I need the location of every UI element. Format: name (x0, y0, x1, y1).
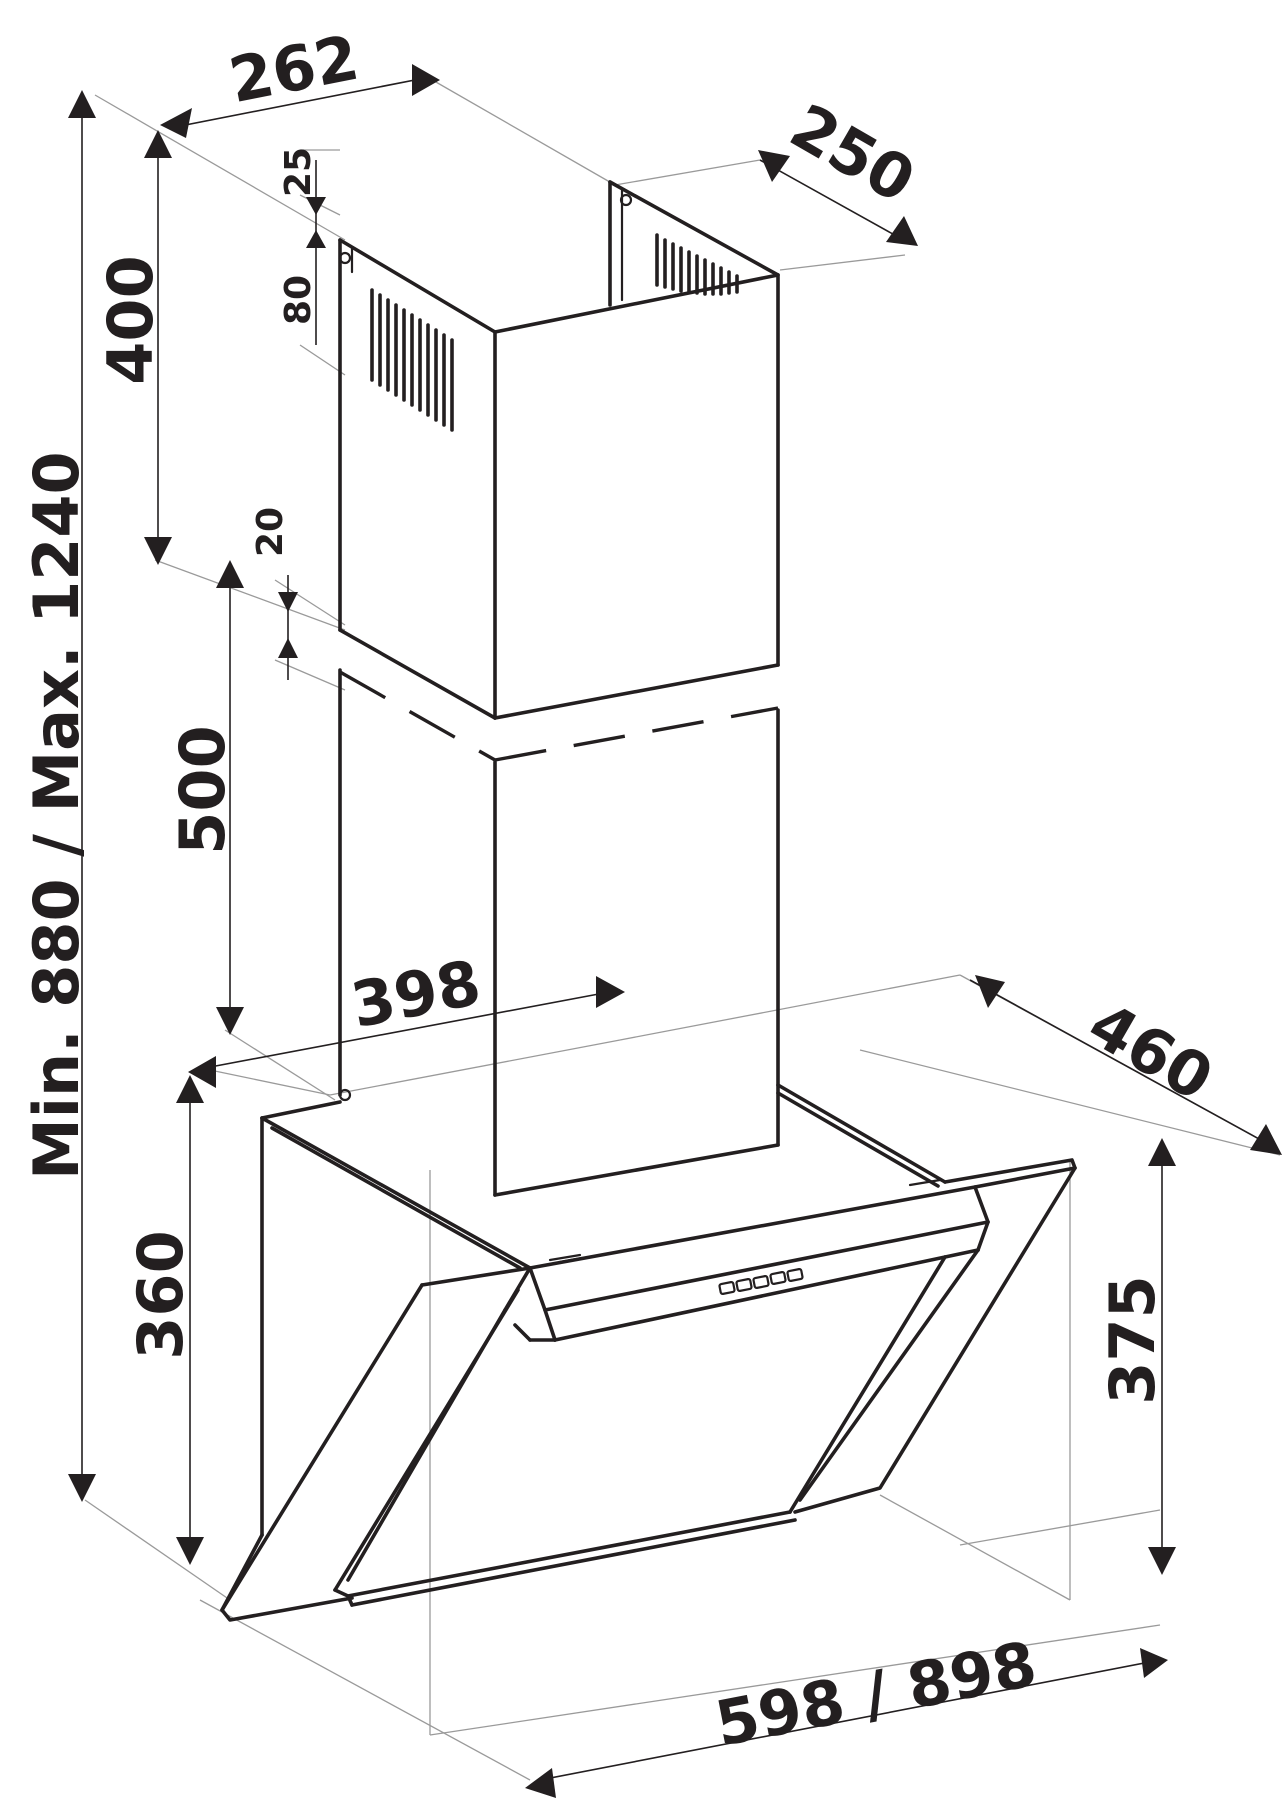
label-lower-chimney-height: 500 (166, 725, 239, 854)
arrow-20-down (278, 592, 298, 612)
arrow-500-top (216, 560, 244, 588)
arrow-400-top (144, 130, 172, 158)
arrow-262-left (160, 108, 192, 138)
arrow-262-right (412, 64, 440, 96)
label-total-height: Min. 880 / Max. 1240 (20, 451, 93, 1180)
control-buttons (718, 1268, 804, 1295)
arrow-360-top (176, 1075, 204, 1103)
arrow-width-left (525, 1768, 556, 1798)
label-chimney-base-width: 398 (345, 946, 486, 1042)
upper-chimney (338, 180, 780, 720)
label-hood-front-height: 375 (1096, 1275, 1169, 1404)
arrow-total-bottom (68, 1474, 96, 1502)
arrow-375-bottom (1148, 1547, 1176, 1575)
arrow-250-top (758, 150, 790, 182)
arrow-25-down (306, 197, 326, 215)
arrow-460-top (975, 975, 1005, 1008)
lower-chimney (338, 668, 780, 1197)
arrow-398-left (188, 1056, 216, 1088)
extension-lines (84, 69, 1281, 1781)
label-hood-width: 598 / 898 (710, 1627, 1043, 1761)
arrow-375-top (1148, 1138, 1176, 1166)
label-bracket-offset: 25 (278, 147, 319, 197)
arrow-500-bottom (216, 1007, 244, 1035)
hood-body (220, 1083, 1077, 1622)
arrow-360-bottom (176, 1537, 204, 1565)
label-chimney-depth: 262 (223, 21, 364, 117)
dimension-arrows (68, 64, 1282, 1798)
arrow-width-right (1140, 1648, 1168, 1678)
label-vent-height: 80 (278, 275, 319, 325)
label-overlap: 20 (250, 507, 291, 557)
vent-slots-left (370, 288, 454, 432)
label-chimney-width: 250 (778, 89, 927, 217)
label-hood-depth: 460 (1076, 987, 1225, 1115)
vent-slots-right (655, 233, 739, 296)
arrow-250-bottom (886, 216, 918, 246)
arrow-400-bottom (144, 537, 172, 565)
arrow-80-up (306, 230, 326, 248)
arrow-460-bottom (1250, 1124, 1282, 1155)
dimension-lines (81, 77, 1271, 1781)
arrow-20-up (278, 638, 298, 658)
arrow-398-right (596, 976, 625, 1008)
arrow-total-top (68, 90, 96, 118)
label-upper-chimney-height: 400 (94, 255, 167, 384)
label-hood-back-height: 360 (124, 1230, 197, 1359)
